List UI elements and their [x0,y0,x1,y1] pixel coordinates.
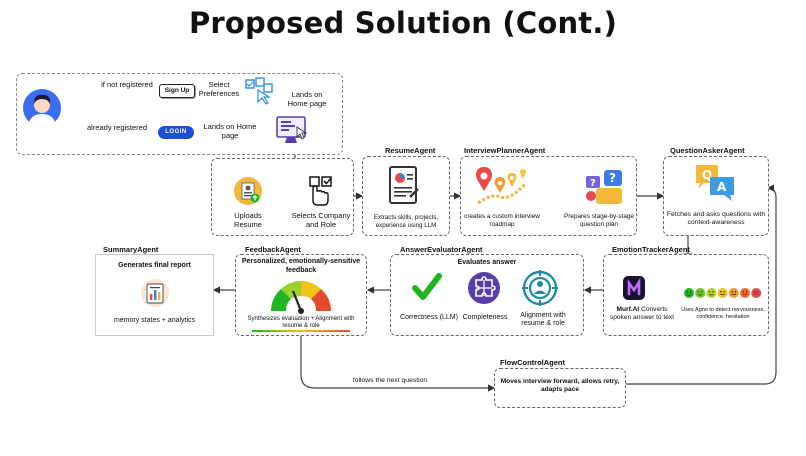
emotion-face-icon [717,288,728,298]
uploads-resume-label: Uploads Resume [234,211,262,229]
select-checkbox-icon [305,175,337,212]
feedback-color-bar [252,330,350,332]
flow-control-agent-name: FlowControlAgent [500,358,565,367]
interview-planner-agent-name: InterviewPlannerAgent [464,146,546,155]
selects-company-role-label: Selects Company and Role [291,211,351,229]
completeness-puzzle-icon [467,271,501,310]
alignment-label: Alignment with resume & role [520,312,566,327]
flow-control-description: Moves interview forward, allows retry, a… [500,378,620,393]
alignment-target-icon [522,270,558,311]
question-plan-icon: ? ? [582,168,628,213]
lands-on-home-label-2: Lands on Home page [203,122,257,140]
answer-evaluator-agent-name: AnswerEvaluatorAgent [400,245,483,254]
report-analytics-icon [140,278,170,313]
upload-resume-icon [233,176,263,211]
correctness-check-icon [412,272,442,307]
correctness-label: Correctness (LLM) [400,314,458,321]
page-title: Proposed Solution (Cont.) [188,6,618,40]
emotion-face-icon [740,288,750,298]
summary-agent-name: SummaryAgent [103,245,159,254]
preferences-touch-icon [244,76,274,111]
sign-up-button[interactable]: Sign Up [159,84,195,98]
home-page-monitor-icon [275,115,309,152]
question-asker-agent-name: QuestionAskerAgent [670,146,745,155]
flow-control-agent-box [494,368,626,408]
feedback-heading: Personalized, emotionally-sensitive feed… [241,258,361,274]
sentiment-gauge-icon [265,277,337,320]
roadmap-pins-icon [470,163,532,214]
completeness-label: Completeness [462,314,508,321]
if-not-registered-label: if not registered [101,80,153,89]
emotion-tracker-agent-name: EmotionTrackerAgent [612,245,690,254]
svg-text:?: ? [609,171,616,185]
feedback-agent-name: FeedbackAgent [245,245,301,254]
emotion-faces-icon [683,286,763,304]
roadmap-description: creates a custom interview roadmap [464,213,540,228]
murf-ai-description: Murf.AI Converts spoken answer to text [606,306,678,322]
login-button[interactable]: LOGIN [158,126,194,139]
murf-ai-logo-icon [622,275,646,306]
emotion-face-icon [728,288,739,298]
evaluates-answer-heading: Evaluates answer [457,259,517,266]
resume-document-icon [388,165,420,212]
follows-next-question-label: follows the next question [352,377,428,384]
upload-selection-box [211,158,354,236]
emotion-face-icon [706,288,717,298]
svg-text:A: A [717,180,727,194]
select-preferences-label: Select Preferences [198,80,240,98]
emotion-face-icon [751,288,762,298]
murf-ai-rest: Converts spoken answer to text [609,306,675,321]
lands-on-home-label-1: Lands on Home page [287,90,327,108]
summary-description: memory states + analytics [113,317,196,324]
emotion-face-icon [695,288,706,298]
resume-agent-description: Extracts skills, projects, experience us… [373,214,439,229]
agno-description: Uses Agno to detect nervousness, confide… [681,307,765,320]
user-avatar-icon [22,88,62,133]
qa-bubbles-icon: Q A [694,163,736,208]
emotion-face-icon [684,288,694,298]
question-asker-description: Fetches and asks questions with context-… [666,211,766,226]
already-registered-label: already registered [86,123,148,132]
resume-agent-name: ResumeAgent [385,146,436,155]
summary-heading: Generates final report [118,262,191,269]
murf-ai-name: Murf.AI [616,306,640,313]
question-plan-description: Prepares stage-by-stage question plan [564,213,634,228]
svg-text:Q: Q [702,168,712,182]
svg-text:?: ? [590,178,596,189]
feedback-description: Synthesizes evaluation + Alignment with … [247,316,355,329]
